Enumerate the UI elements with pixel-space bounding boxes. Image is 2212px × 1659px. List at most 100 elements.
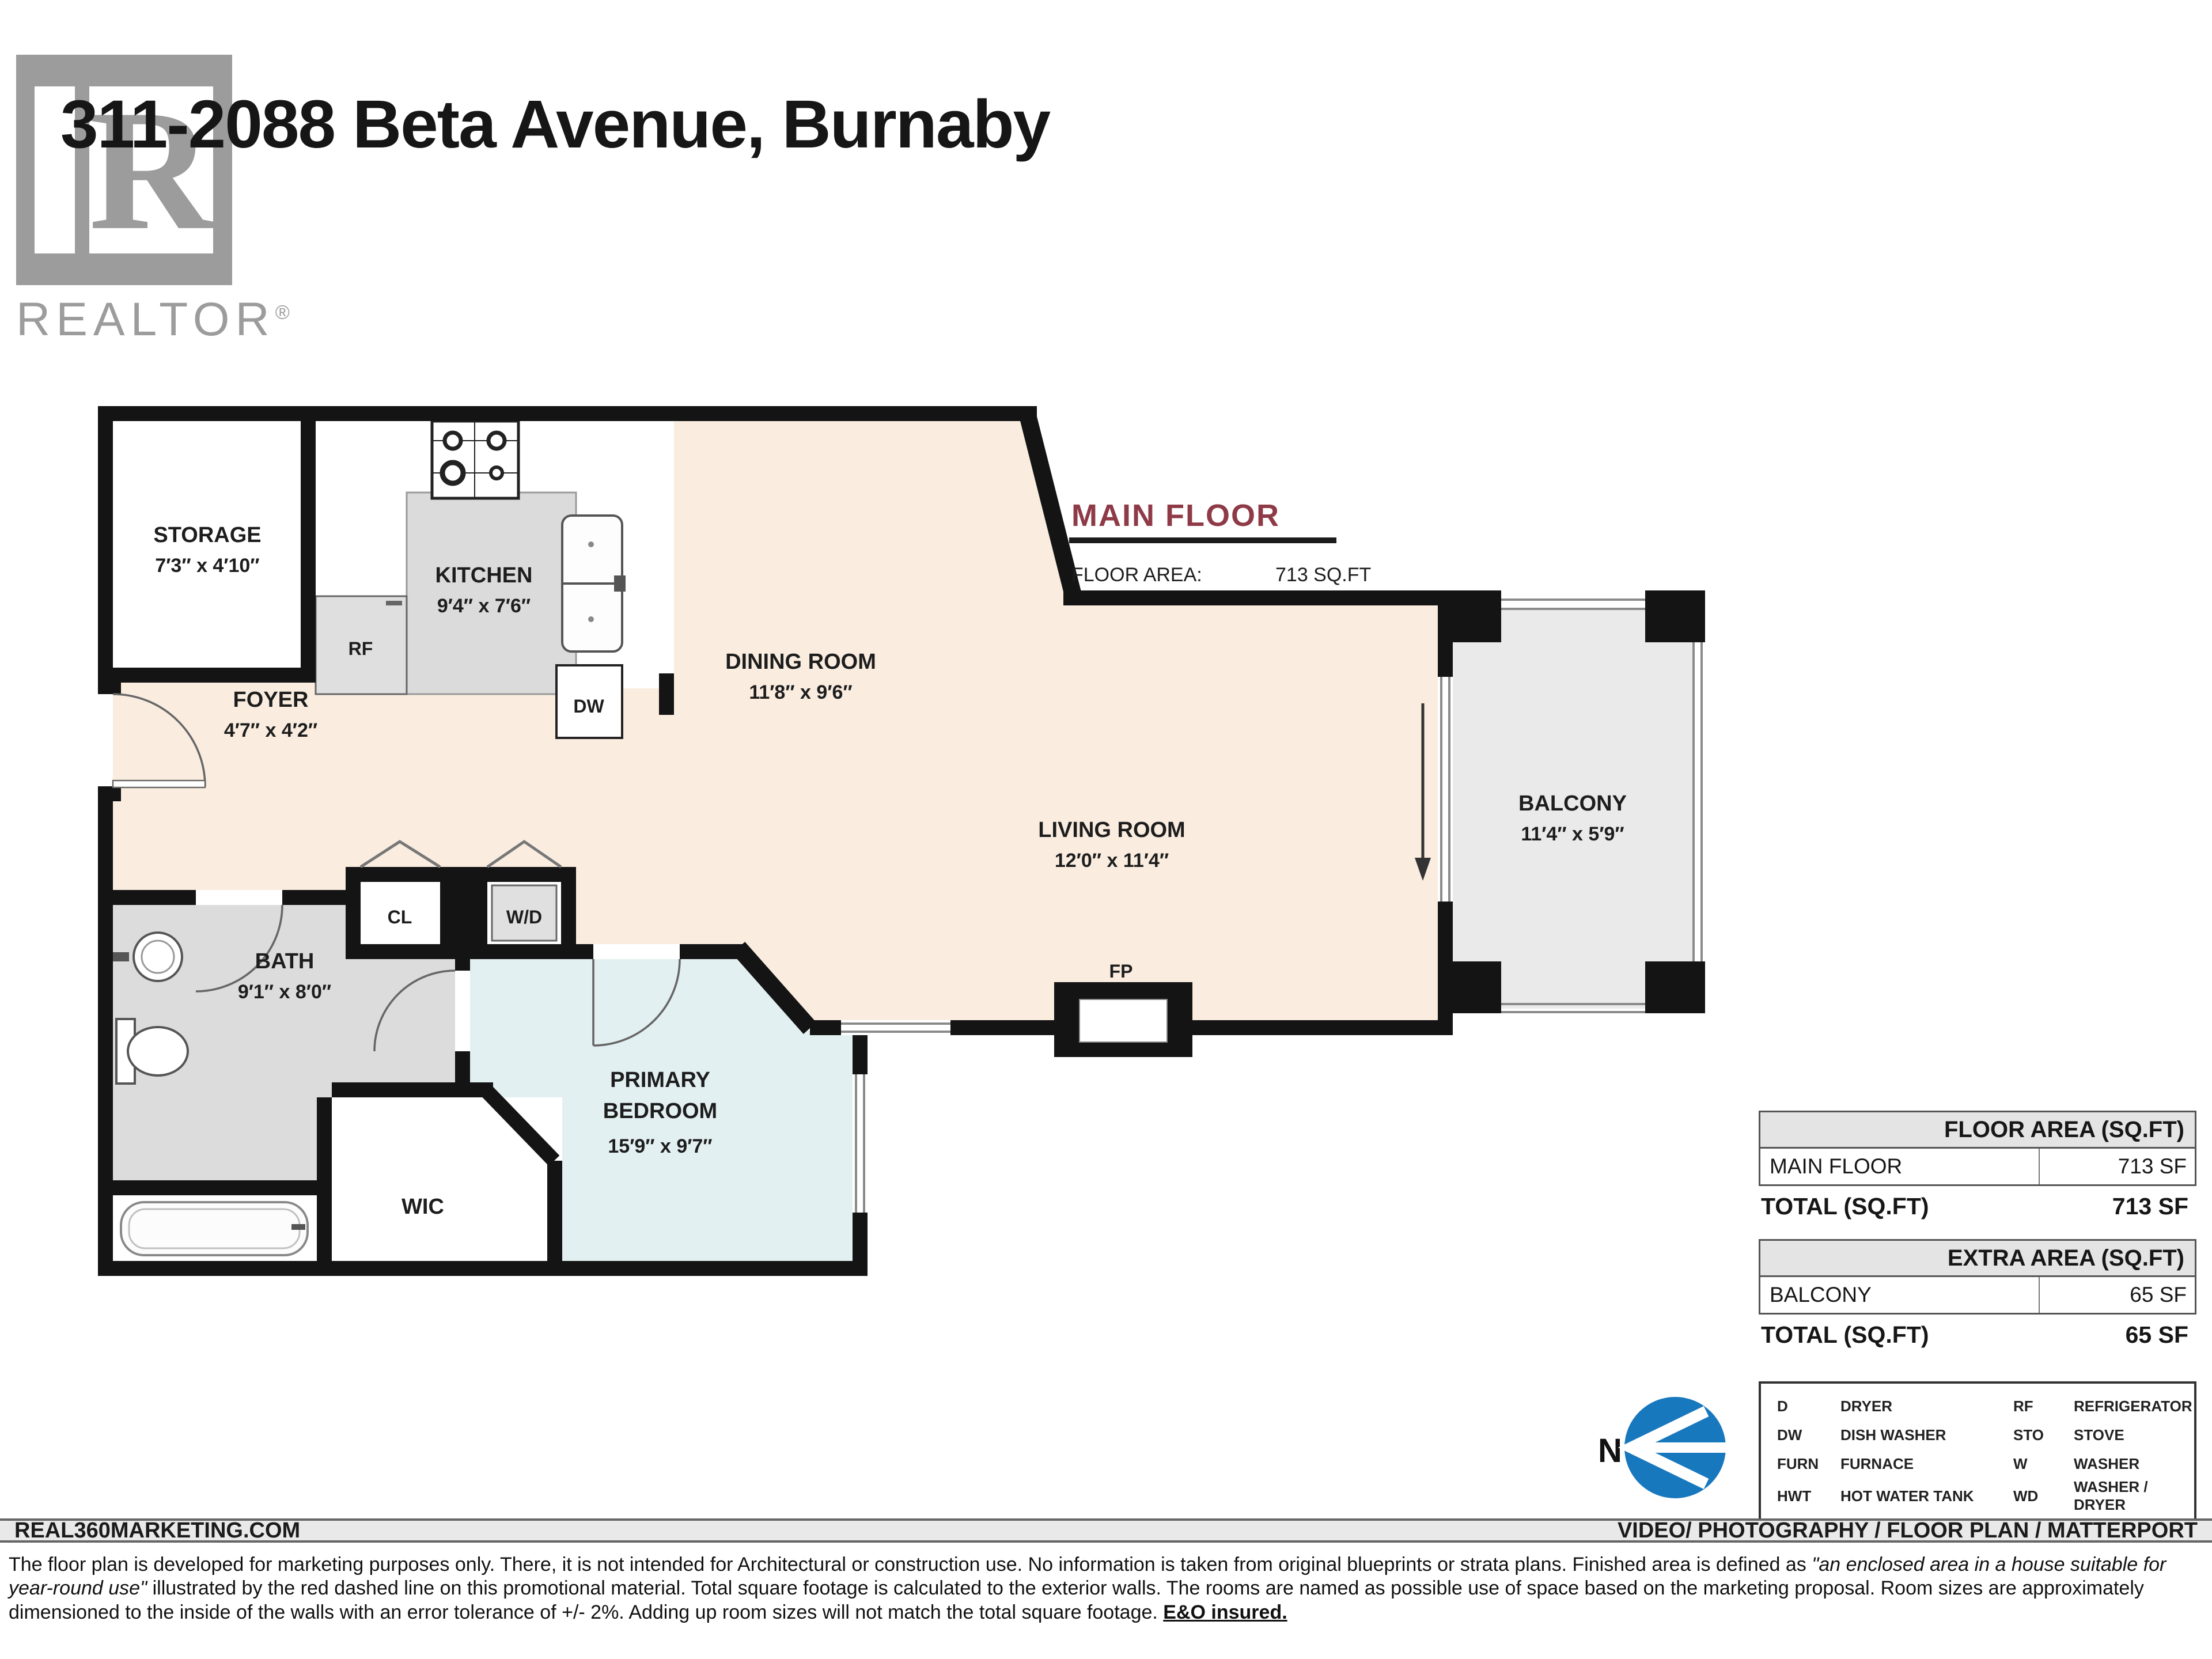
- balcony-floor: [1453, 608, 1692, 1009]
- room-label-bath: BATH: [255, 949, 315, 974]
- room-dims-storage: 7′3″ x 4′10″: [155, 555, 259, 577]
- toilet-icon: [115, 1018, 189, 1085]
- floor-area-table-header: FLOOR AREA (SQ.FT): [1760, 1112, 2195, 1149]
- floor-area-value: 713 SQ.FT: [1275, 564, 1371, 586]
- legend-abbr: FURN: [1777, 1455, 1819, 1472]
- legend-label: REFRIGERATOR: [2074, 1397, 2192, 1415]
- kitchen-sink-icon: [561, 514, 626, 653]
- room-dims-foyer: 4′7″ x 4′2″: [224, 719, 317, 741]
- footer-right-text: VIDEO/ PHOTOGRAPHY / FLOOR PLAN / MATTER…: [1617, 1518, 2198, 1543]
- realtor-wordmark-text: REALTOR: [16, 293, 275, 346]
- room-dims-bedroom: 15′9″ x 9′7″: [608, 1135, 712, 1157]
- table-row: BALCONY 65 SF: [1760, 1277, 2195, 1313]
- legend-label: WASHER / DRYER: [2074, 1478, 2148, 1513]
- kitchen-counter: [406, 491, 577, 695]
- bifold-door-icons: [359, 839, 562, 869]
- label-wd: W/D: [506, 907, 542, 927]
- extra-area-total-value: 65 SF: [2125, 1321, 2188, 1348]
- legend-abbr: STO: [2013, 1426, 2044, 1444]
- appliance-legend: D DRYER RF REFRIGERATOR DW DISH WASHER S…: [1759, 1381, 2196, 1524]
- floor-area-total-row: TOTAL (SQ.FT) 713 SF: [1759, 1186, 2196, 1226]
- floor-area-total-value: 713 SF: [2112, 1192, 2188, 1219]
- table-row: MAIN FLOOR 713 SF: [1760, 1149, 2195, 1184]
- room-label-kitchen: KITCHEN: [435, 563, 533, 588]
- refrigerator-handle: [386, 601, 402, 605]
- footer-left-text: REAL360MARKETING.COM: [14, 1518, 301, 1543]
- disclaimer-italic: "an enclosed area in a house suitable fo…: [9, 1554, 2166, 1600]
- disclaimer-text: The floor plan is developed for marketin…: [9, 1553, 2203, 1624]
- legend-label: DRYER: [1840, 1397, 1893, 1415]
- dishwasher: [555, 664, 623, 739]
- washer-box: [491, 884, 558, 942]
- legend-abbr: HWT: [1777, 1487, 1812, 1505]
- windows: [841, 599, 1703, 1213]
- legend-abbr: WD: [2013, 1487, 2039, 1505]
- compass-north-label: N: [1598, 1432, 1622, 1469]
- label-fp: FP: [1109, 961, 1133, 982]
- wic-diagonal-wall: [479, 1084, 560, 1166]
- label-wic: WIC: [402, 1195, 444, 1219]
- disclaimer-part2: illustrated by the red dashed line on th…: [9, 1577, 2144, 1623]
- room-label-balcony: BALCONY: [1518, 791, 1627, 816]
- room-dims-balcony: 11′4″ x 5′9″: [1521, 823, 1624, 845]
- chamfer-wall-bedroom: [732, 942, 817, 1034]
- floor-area-total-label: TOTAL (SQ.FT): [1761, 1192, 1929, 1219]
- extra-area-total-row: TOTAL (SQ.FT) 65 SF: [1759, 1315, 2196, 1355]
- footer-bar: REAL360MARKETING.COM VIDEO/ PHOTOGRAPHY …: [0, 1518, 2212, 1543]
- extra-area-row-value: 65 SF: [2130, 1283, 2187, 1306]
- wic-floor: [332, 1097, 547, 1261]
- room-label-foyer: FOYER: [233, 688, 309, 712]
- disclaimer-part1: The floor plan is developed for marketin…: [9, 1554, 1812, 1575]
- room-label-bedroom-2: BEDROOM: [603, 1099, 717, 1123]
- storage-floor: [113, 421, 301, 668]
- room-dims-kitchen: 9′4″ x 7′6″: [437, 595, 531, 617]
- realtor-logo-bar: [35, 86, 75, 253]
- bath-floor: [113, 905, 455, 1195]
- floor-plan-drawing: MAIN FLOOR FLOOR AREA: 713 SQ.FT STORAGE…: [98, 406, 1705, 1276]
- floor-area-row-value: 713 SF: [2118, 1154, 2187, 1178]
- main-floor-title: MAIN FLOOR: [1071, 498, 1280, 533]
- realtor-logo: R: [16, 55, 232, 285]
- floor-area-label: FLOOR AREA:: [1071, 564, 1202, 586]
- label-rf: RF: [349, 638, 373, 659]
- room-dims-living: 12′0″ x 11′4″: [1055, 850, 1169, 872]
- area-tables: FLOOR AREA (SQ.FT) MAIN FLOOR 713 SF TOT…: [1759, 1111, 2196, 1355]
- main-floor-area: [674, 421, 1438, 1020]
- realtor-wordmark: REALTOR®: [16, 293, 290, 347]
- page-title: 311-2088 Beta Avenue, Burnaby: [60, 86, 1051, 162]
- door-arcs: [112, 693, 681, 1052]
- chamfer-wall-top: [1018, 408, 1084, 604]
- room-label-living: LIVING ROOM: [1038, 818, 1185, 842]
- main-floor-underline: [1069, 537, 1336, 543]
- room-dims-bath: 9′1″ x 8′0″: [238, 981, 331, 1003]
- room-label-storage: STORAGE: [153, 523, 261, 547]
- legend-abbr: RF: [2013, 1397, 2033, 1415]
- stove-icon: [430, 419, 520, 500]
- foyer-floor: [113, 683, 674, 944]
- extra-area-total-label: TOTAL (SQ.FT): [1761, 1321, 1929, 1348]
- legend-label: DISH WASHER: [1840, 1426, 1946, 1444]
- fp-inner: [1079, 999, 1168, 1043]
- compass-icon: N: [1598, 1397, 1726, 1498]
- realtor-logo-panel: R: [89, 74, 214, 266]
- registered-trademark-icon: ®: [275, 301, 290, 324]
- disclaimer-bold: E&O insured.: [1163, 1601, 1287, 1623]
- room-dims-dining: 11′8″ x 9′6″: [749, 681, 852, 703]
- legend-abbr: D: [1777, 1397, 1788, 1415]
- realtor-logo-r-icon: R: [89, 74, 214, 266]
- floor-area-table: FLOOR AREA (SQ.FT) MAIN FLOOR 713 SF: [1759, 1111, 2196, 1186]
- room-label-dining: DINING ROOM: [725, 650, 876, 674]
- floor-area-row-label: MAIN FLOOR: [1760, 1149, 2040, 1184]
- refrigerator: [315, 595, 408, 695]
- extra-area-row-label: BALCONY: [1760, 1277, 2040, 1313]
- legend-label: WASHER: [2074, 1455, 2140, 1472]
- bedroom-floor: [470, 959, 853, 1261]
- legend-abbr: DW: [1777, 1426, 1802, 1444]
- closet-cl-inner: [361, 882, 440, 944]
- extra-area-table: EXTRA AREA (SQ.FT) BALCONY 65 SF: [1759, 1239, 2196, 1315]
- room-label-bedroom-1: PRIMARY: [610, 1068, 710, 1092]
- label-dw: DW: [573, 696, 604, 717]
- bathtub-icon: [120, 1201, 309, 1256]
- bath-sink-icon: [113, 931, 183, 982]
